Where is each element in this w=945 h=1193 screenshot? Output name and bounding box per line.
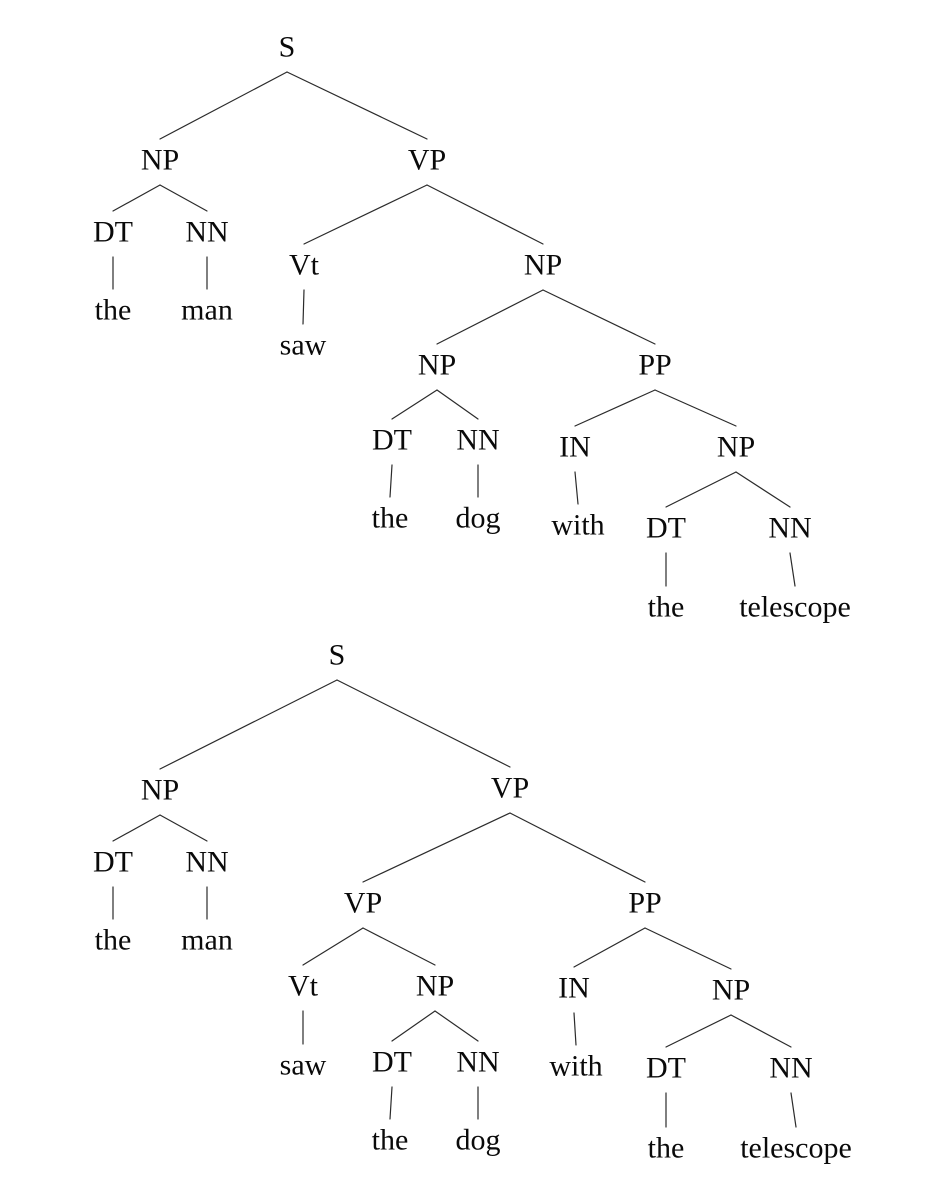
tree2-node-dt-tel: DT (646, 1052, 686, 1085)
tree1-edge-np-tel-to-dt-tel (665, 471, 737, 508)
tree2-node-with: with (549, 1050, 602, 1083)
tree2-edge-np-dog-to-nn-dog (434, 1010, 479, 1042)
tree2-edge-s-to-np-subj (159, 679, 338, 770)
tree2-edge-in-to-with (573, 1012, 577, 1046)
tree2-edge-s-to-vp-outer (336, 679, 511, 768)
tree2-edge-np-subj-to-dt-subj (112, 814, 161, 842)
tree1-edge-dt-dog-to-the-dog (389, 464, 393, 498)
tree1-edge-vp-to-vt (303, 184, 428, 245)
tree1-node-dt-tel: DT (646, 512, 686, 545)
tree1-node-np-tel: NP (717, 431, 755, 464)
tree2-edge-vp-outer-to-vp-inner (362, 812, 511, 883)
tree2-edge-nn-tel-to-telescope (790, 1092, 797, 1128)
tree1-edge-s-to-np-subj (159, 71, 288, 140)
tree1-node-nn-subj: NN (185, 216, 228, 249)
tree2-node-vt: Vt (288, 970, 319, 1003)
tree2-edge-vp-outer-to-pp (509, 812, 646, 883)
tree1-edge-vp-to-np-obj (426, 184, 544, 245)
tree1-edge-np-dog-to-dt-dog (391, 389, 438, 420)
tree2-edge-np-tel-to-dt-tel (665, 1014, 732, 1048)
tree2-node-vp-inner: VP (344, 887, 382, 920)
tree1-node-np-subj: NP (141, 144, 179, 177)
tree2-node-pp: PP (628, 887, 661, 920)
tree1-node-man: man (181, 294, 233, 327)
tree2-node-saw: saw (280, 1049, 327, 1082)
tree2-node-dt-dog: DT (372, 1046, 412, 1079)
tree2-node-telescope: telescope (740, 1132, 852, 1165)
tree2-node-np-dog: NP (416, 970, 454, 1003)
tree1-edge-vt-to-saw (302, 289, 305, 325)
tree1-node-the-subj: the (95, 294, 132, 327)
tree1-node-dt-subj: DT (93, 216, 133, 249)
tree1-node-vt: Vt (289, 249, 320, 282)
tree1-node-np-dog: NP (418, 349, 456, 382)
tree2-node-nn-subj: NN (185, 846, 228, 879)
tree2-edge-pp-to-np-tel (644, 927, 732, 970)
tree1-edge-in-to-with (574, 471, 579, 505)
tree2-edge-vp-inner-to-np-dog (362, 927, 436, 966)
tree1-edge-np-subj-to-dt-subj (112, 184, 161, 212)
tree1-node-np-obj: NP (524, 249, 562, 282)
tree1-node-the-tel: the (648, 591, 685, 624)
tree1-edge-np-obj-to-pp (542, 289, 656, 345)
tree2-node-np-tel: NP (712, 974, 750, 1007)
tree2-edge-np-tel-to-nn-tel (730, 1014, 792, 1048)
tree1-node-vp: VP (408, 144, 446, 177)
tree2-node-np-subj: NP (141, 774, 179, 807)
tree2-node-vp-outer: VP (491, 772, 529, 805)
tree1-node-saw: saw (280, 329, 327, 362)
tree1-edge-np-dog-to-nn-dog (436, 389, 479, 420)
tree1-node-in: IN (559, 431, 591, 464)
tree1-edge-np-tel-to-nn-tel (735, 471, 791, 508)
tree2-edge-np-subj-to-nn-subj (159, 814, 208, 842)
tree1-node-dog: dog (456, 502, 501, 535)
tree1-edge-nn-tel-to-telescope (789, 552, 796, 587)
tree2-edge-vp-inner-to-vt (302, 927, 364, 966)
tree2-node-dog: dog (456, 1124, 501, 1157)
tree1-node-s: S (279, 31, 296, 64)
tree1-edge-s-to-vp (286, 71, 428, 140)
tree2-node-s: S (329, 639, 346, 672)
tree1-node-with: with (551, 509, 604, 542)
tree1-node-the-dog: the (372, 502, 409, 535)
tree1-node-pp: PP (638, 349, 671, 382)
tree1-edge-np-obj-to-np-dog (436, 289, 544, 345)
parse-tree-vp-attachment: S NP VP DT NN the man VP PP Vt NP saw DT NN the dog IN wi… (93, 639, 852, 1165)
tree2-node-the-subj: the (95, 924, 132, 957)
tree1-node-nn-tel: NN (768, 512, 811, 545)
tree1-edge-pp-to-in (574, 389, 656, 427)
tree2-node-dt-subj: DT (93, 846, 133, 879)
tree2-node-in: IN (558, 972, 590, 1005)
tree2-node-man: man (181, 924, 233, 957)
tree2-edge-pp-to-in (573, 927, 646, 968)
tree1-node-dt-dog: DT (372, 424, 412, 457)
tree2-node-nn-tel: NN (769, 1052, 812, 1085)
tree1-edge-np-subj-to-nn-subj (159, 184, 208, 212)
tree2-node-nn-dog: NN (456, 1046, 499, 1079)
tree1-node-nn-dog: NN (456, 424, 499, 457)
tree2-edge-dt-dog-to-the-dog (389, 1086, 393, 1120)
tree2-node-the-tel: the (648, 1132, 685, 1165)
tree1-edge-pp-to-np-tel (654, 389, 737, 427)
tree2-node-the-dog: the (372, 1124, 409, 1157)
tree2-edge-np-dog-to-dt-dog (391, 1010, 436, 1042)
tree1-node-telescope: telescope (739, 591, 851, 624)
